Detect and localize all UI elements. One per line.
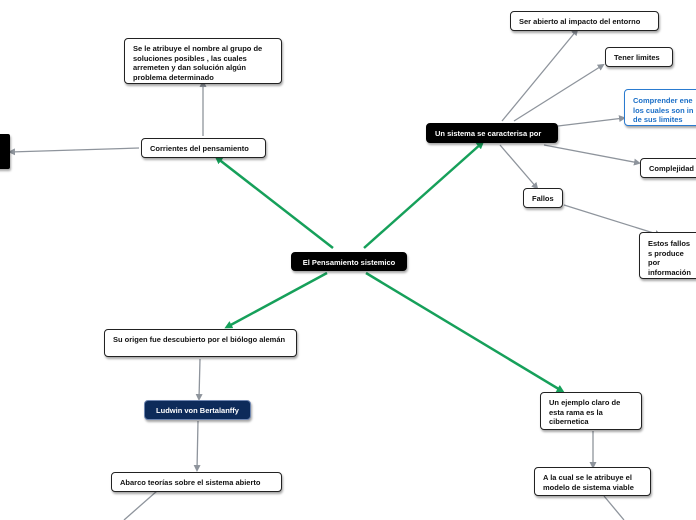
node-limites[interactable]: Tener limites bbox=[605, 47, 673, 67]
node-ludwig[interactable]: Ludwin von Bertalanffy bbox=[144, 400, 251, 420]
node-fallos[interactable]: Fallos bbox=[523, 188, 563, 208]
connector-sistema-comprender bbox=[557, 115, 626, 127]
node-comprender[interactable]: Comprender ene los cuales son in de sus … bbox=[624, 89, 696, 126]
connector-sistema-impacto bbox=[501, 28, 579, 122]
connector-center-corrientes bbox=[214, 156, 334, 249]
node-corrientes[interactable]: Corrientes del pensamiento bbox=[141, 138, 266, 158]
connector-sistema-limites bbox=[513, 63, 605, 122]
central-topic[interactable]: El Pensamiento sistemico bbox=[291, 252, 407, 271]
connector-sistema-fallos bbox=[499, 144, 539, 190]
offscreen-node-left[interactable] bbox=[0, 134, 10, 169]
node-origen[interactable]: Su origen fue descubierto por el biólogo… bbox=[104, 329, 297, 357]
node-abarco[interactable]: Abarco teorías sobre el sistema abierto bbox=[111, 472, 282, 492]
connector-sistema-complejidad bbox=[543, 144, 641, 166]
connector-corrientes-offscreen bbox=[8, 147, 140, 156]
node-corrientes-desc[interactable]: Se le atribuye el nombre al grupo de sol… bbox=[124, 38, 282, 84]
connector-center-cibernetica bbox=[365, 271, 565, 393]
connector-modelo-offscreen bbox=[603, 495, 625, 520]
connector-origen-ludwig bbox=[195, 358, 203, 401]
node-sistema[interactable]: Un sistema se caracterisa por bbox=[426, 123, 558, 143]
node-cibernetica[interactable]: Un ejemplo claro de esta rama es la cibe… bbox=[540, 392, 642, 430]
node-fallos-desc[interactable]: Estos fallos s produce por información p… bbox=[639, 232, 696, 279]
connector-ludwig-abarco bbox=[193, 420, 201, 472]
node-impacto[interactable]: Ser abierto al impacto del entorno bbox=[510, 11, 659, 31]
node-complejidad[interactable]: Complejidad bbox=[640, 158, 696, 178]
connector-center-origen bbox=[224, 271, 328, 329]
connector-center-sistema bbox=[363, 141, 485, 249]
connector-fallos-desc bbox=[563, 204, 662, 237]
connector-abarco-offscreen bbox=[123, 490, 158, 520]
node-modelo[interactable]: A la cual se le atribuye el modelo de si… bbox=[534, 467, 651, 496]
